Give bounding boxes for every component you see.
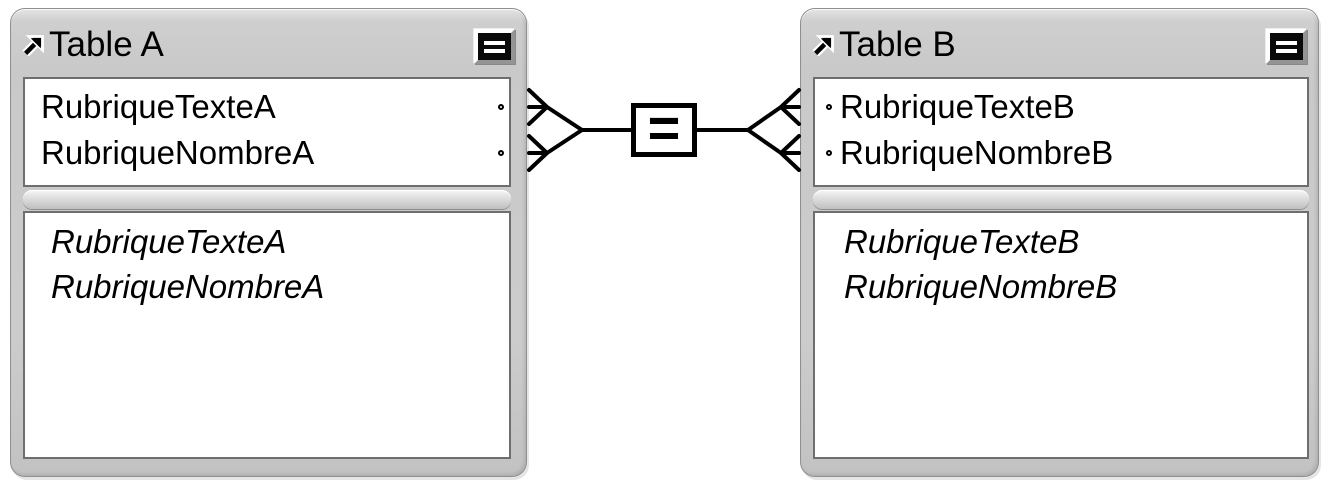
relationship-operator: = (647, 96, 681, 159)
crow-foot-left-bottom[interactable] (527, 128, 584, 172)
open-arrow-icon (812, 35, 834, 57)
relationship-operator-box[interactable]: = (631, 96, 697, 159)
table-row[interactable]: RubriqueNombreB (815, 130, 1307, 176)
panel-divider (23, 190, 511, 209)
list-item[interactable]: RubriqueTexteB (844, 223, 1080, 260)
collapse-toggle-icon (484, 48, 505, 53)
field-name: RubriqueTexteA (41, 88, 276, 125)
open-arrow-icon (22, 35, 44, 57)
match-fields-panel: RubriqueTexteB RubriqueNombreB (813, 77, 1309, 187)
table-b-node[interactable]: Table B RubriqueTexteB RubriqueNombreB R… (800, 8, 1319, 477)
table-a-header[interactable]: Table A (11, 9, 526, 73)
table-b-header[interactable]: Table B (801, 9, 1318, 73)
table-title: Table B (839, 25, 956, 64)
table-title: Table A (49, 25, 164, 64)
table-a-node[interactable]: Table A RubriqueTexteA RubriqueNombreA R… (10, 8, 527, 477)
crow-foot-left-top[interactable] (527, 88, 584, 132)
panel-divider (813, 190, 1309, 209)
match-circle-icon (826, 150, 832, 156)
collapse-toggle-icon (484, 40, 505, 45)
field-list-panel: RubriqueTexteA RubriqueNombreA (23, 211, 511, 459)
list-item[interactable]: RubriqueTexteA (51, 223, 287, 260)
crow-foot-right-top[interactable] (746, 88, 801, 132)
collapse-toggle-icon (1276, 48, 1297, 53)
match-circle-icon (826, 104, 832, 110)
crow-foot-right-bottom[interactable] (746, 128, 801, 172)
field-name: RubriqueNombreB (840, 134, 1114, 171)
collapse-toggle-button[interactable] (1266, 29, 1307, 64)
collapse-toggle-icon (1276, 40, 1297, 45)
list-item[interactable]: RubriqueNombreB (844, 268, 1118, 305)
table-row[interactable]: RubriqueTexteB (815, 84, 1307, 130)
match-circle-icon (498, 104, 504, 110)
table-row[interactable]: RubriqueTexteA (25, 84, 509, 130)
table-row[interactable]: RubriqueNombreA (25, 130, 509, 176)
match-circle-icon (498, 150, 504, 156)
field-name: RubriqueTexteB (840, 88, 1075, 125)
collapse-toggle-button[interactable] (474, 29, 515, 64)
match-fields-panel: RubriqueTexteA RubriqueNombreA (23, 77, 511, 187)
list-item[interactable]: RubriqueNombreA (51, 268, 325, 305)
field-name: RubriqueNombreA (41, 134, 315, 171)
field-list-panel: RubriqueTexteB RubriqueNombreB (813, 211, 1309, 459)
